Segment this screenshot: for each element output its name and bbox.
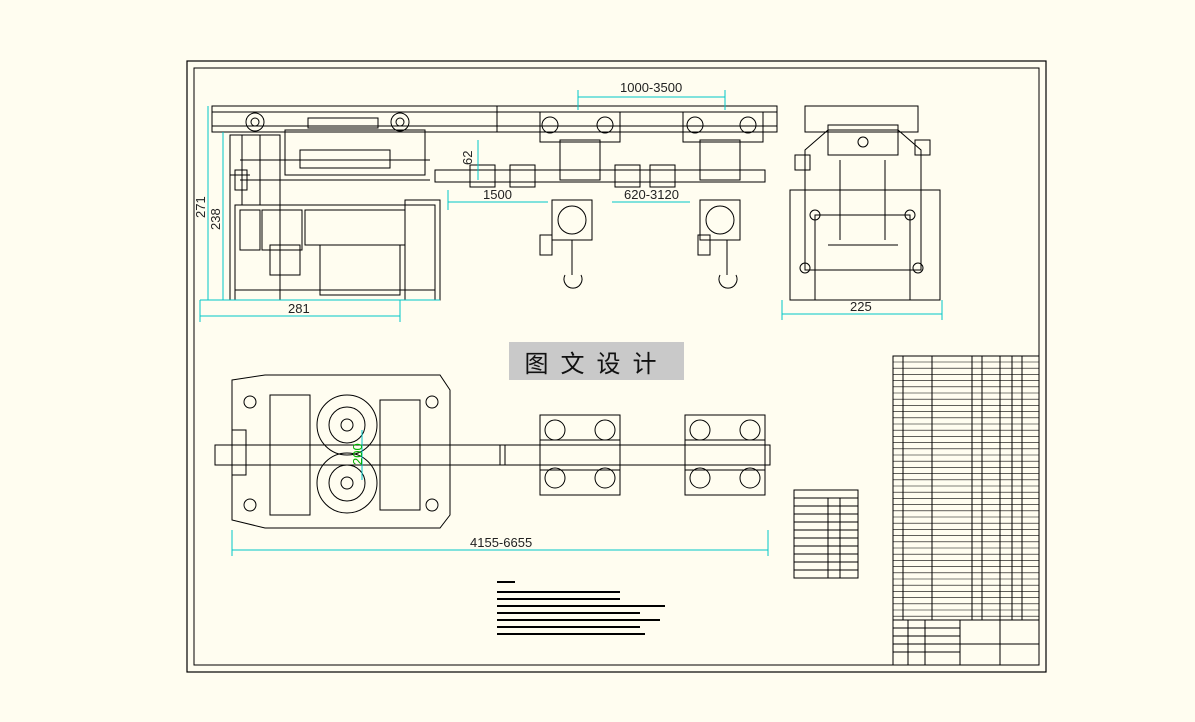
dim-width-225: 225 [850, 299, 872, 314]
end-view [789, 105, 941, 301]
dim-width-281: 281 [288, 301, 310, 316]
dim-height-238: 238 [208, 208, 223, 230]
side-view [211, 105, 498, 301]
plan-view [214, 374, 771, 529]
watermark: 图文设计 [509, 342, 684, 380]
parts-list [892, 355, 1040, 621]
title-block [892, 619, 1040, 666]
trolley-chain-view [434, 105, 778, 289]
dim-span-top: 1000-3500 [620, 80, 682, 95]
dim-height-271: 271 [193, 196, 208, 218]
sheet-outer-border [186, 60, 1047, 673]
parameter-table [793, 489, 859, 579]
dim-height-62: 62 [460, 151, 475, 165]
technical-notes [497, 581, 665, 635]
parts-list-rows [893, 361, 1039, 617]
dimension-lines [199, 90, 943, 556]
dim-spacing-620-3120: 620-3120 [624, 187, 679, 202]
dim-length-total: 4155-6655 [470, 535, 532, 550]
dim-mid-200: 200 [350, 443, 365, 465]
dim-spacing-1500: 1500 [483, 187, 512, 202]
